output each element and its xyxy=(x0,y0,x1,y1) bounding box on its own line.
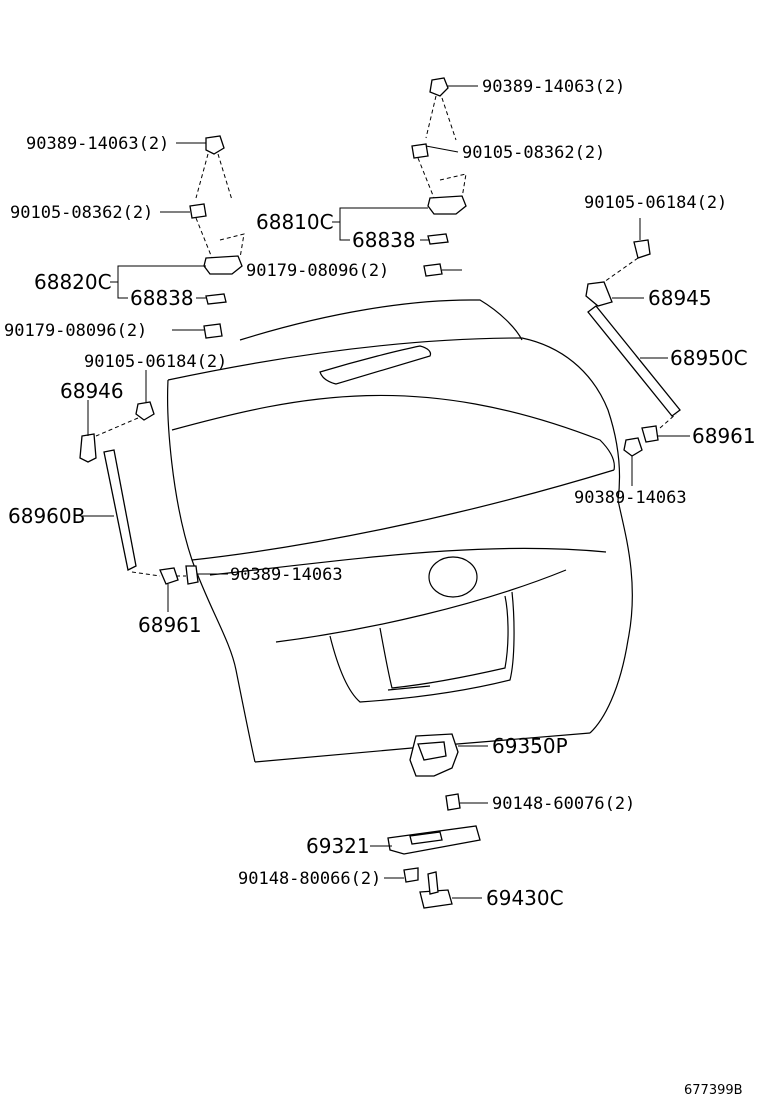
bolt-icon xyxy=(445,793,461,811)
back-door-outline xyxy=(167,299,633,763)
nut-icon xyxy=(423,263,443,277)
hinge-left-group xyxy=(110,135,245,339)
nut-icon xyxy=(203,323,223,339)
label-bolt-top-left: 90389-14063(2) xyxy=(26,134,169,154)
ball-joint-icon xyxy=(641,425,659,443)
bolt-icon xyxy=(623,437,643,457)
label-lock-bolt: 90148-60076(2) xyxy=(492,794,635,814)
label-bracket-right: 68945 xyxy=(648,286,712,310)
stay-right-group xyxy=(585,218,690,486)
label-screw-right-top: 90105-06184(2) xyxy=(584,193,727,213)
hinge-plate-icon xyxy=(427,233,449,245)
label-bolt-right-mid: 90389-14063 xyxy=(574,488,687,508)
label-lock: 69350P xyxy=(492,734,568,758)
label-bolt-top-right: 90389-14063(2) xyxy=(482,77,625,97)
hinge-right-group xyxy=(332,77,478,277)
screw-icon xyxy=(189,203,207,219)
hinge-plate-icon xyxy=(205,293,227,305)
bolt-icon xyxy=(429,77,449,97)
label-bracket-left: 68946 xyxy=(60,379,124,403)
gas-stay-icon xyxy=(587,305,681,417)
label-nut-right: 90179-08096(2) xyxy=(246,261,389,281)
hinge-icon xyxy=(203,255,243,275)
label-nut-left: 90179-08096(2) xyxy=(4,321,147,341)
screw-icon xyxy=(135,401,155,421)
bracket-icon xyxy=(585,281,613,307)
label-cover: 69321 xyxy=(306,834,370,858)
label-hinge-right: 68810C xyxy=(256,210,334,234)
label-hinge-left: 68820C xyxy=(34,270,112,294)
label-striker: 69430C xyxy=(486,886,564,910)
bolt-icon xyxy=(205,135,225,155)
screw-icon xyxy=(403,867,419,883)
gas-stay-icon xyxy=(103,449,137,571)
bracket-icon xyxy=(79,433,97,463)
ball-joint-icon xyxy=(159,567,179,585)
hinge-icon xyxy=(427,195,467,215)
label-screw-top-right: 90105-08362(2) xyxy=(462,143,605,163)
label-stay-left: 68960B xyxy=(8,504,85,528)
screw-icon xyxy=(411,143,429,159)
label-hinge-sub-right: 68838 xyxy=(352,228,416,252)
label-stay-right: 68950C xyxy=(670,346,748,370)
label-hinge-sub-left: 68838 xyxy=(130,286,194,310)
label-striker-screw: 90148-80066(2) xyxy=(238,869,381,889)
striker-icon xyxy=(419,889,453,909)
stay-left-group xyxy=(79,370,228,612)
label-screw-left-mid: 90105-06184(2) xyxy=(84,352,227,372)
label-ball-right: 68961 xyxy=(692,424,756,448)
screw-icon xyxy=(633,239,651,259)
label-ball-left: 68961 xyxy=(138,613,202,637)
reference-code: 677399B xyxy=(684,1083,743,1098)
bolt-icon xyxy=(185,565,199,585)
label-bolt-left-low: 90389-14063 xyxy=(230,565,343,585)
lock-group xyxy=(370,733,488,909)
label-screw-top-left: 90105-08362(2) xyxy=(10,203,153,223)
